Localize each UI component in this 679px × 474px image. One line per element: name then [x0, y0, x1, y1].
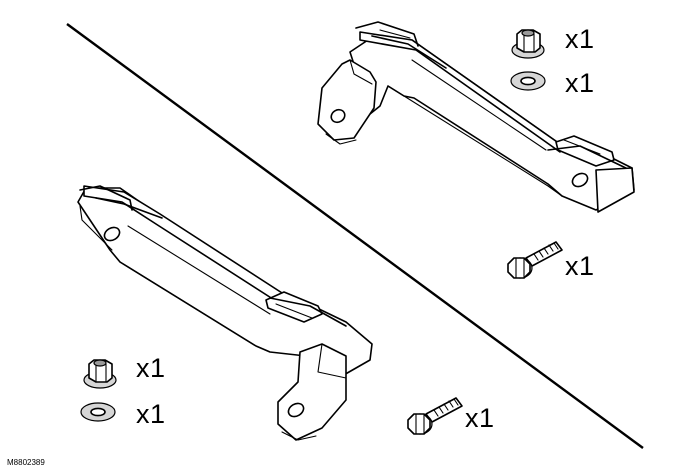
upper-washer-quantity: x1	[565, 68, 595, 98]
washer-icon	[80, 402, 116, 422]
figure-code: M8802389	[7, 458, 45, 467]
flange-bolt-icon	[407, 397, 463, 435]
bracket-lower-left	[77, 185, 373, 441]
lower-nut-quantity: x1	[136, 353, 166, 383]
lower-washer-quantity: x1	[136, 399, 166, 429]
washer-icon	[510, 71, 546, 91]
divider-line	[66, 23, 644, 449]
bracket-upper-right	[317, 21, 635, 213]
flange-bolt-icon	[507, 241, 563, 279]
lower-bolt-quantity: x1	[465, 403, 495, 433]
upper-nut-quantity: x1	[565, 24, 595, 54]
flange-nut-icon	[511, 29, 545, 59]
flange-nut-icon	[83, 359, 117, 389]
upper-bolt-quantity: x1	[565, 251, 595, 281]
